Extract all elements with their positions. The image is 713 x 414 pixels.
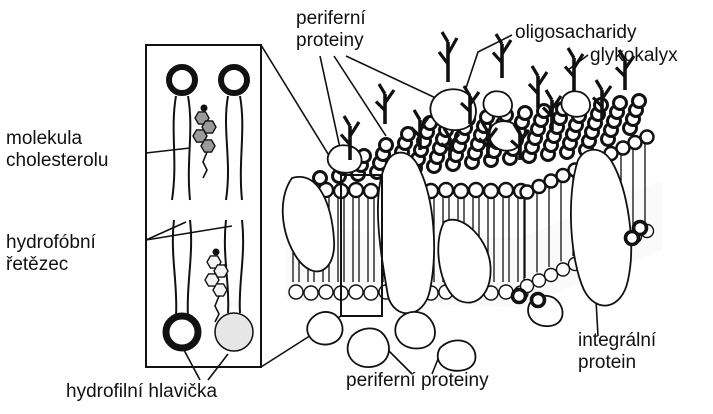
label-oligosaccharides: oligosacharidy	[515, 22, 636, 44]
peripheral-bottom-3	[395, 312, 435, 349]
membrane-block	[283, 32, 662, 371]
front-head-top-14	[499, 183, 513, 197]
label-cholesterol-molecule: molekula cholesterolu	[6, 128, 108, 172]
cholesterol-upper	[193, 105, 216, 179]
inset-tail-lower-3	[240, 220, 243, 313]
top-head-5-10	[614, 97, 627, 110]
label-peripheral-proteins-top: periferní proteiny	[296, 8, 366, 52]
top-head-3-0	[380, 139, 393, 152]
oligosaccharide-8	[565, 48, 583, 92]
leader-line-8	[334, 56, 386, 136]
cholesterol-lower	[205, 249, 228, 323]
front-head-top-11	[454, 184, 468, 198]
oligosaccharide-3	[439, 32, 457, 82]
inset-head-top-left	[169, 67, 195, 93]
side-head-bottom-2	[545, 269, 558, 282]
front-head-top-13	[484, 184, 498, 198]
dark-head-1	[532, 294, 545, 307]
leader-line-4	[146, 226, 232, 240]
cholesterol-lower-tail	[215, 296, 219, 322]
cholesterol-lower-oh-group	[213, 249, 220, 256]
front-head-bottom-0	[289, 285, 303, 299]
integral-protein-center	[378, 153, 434, 314]
oligosaccharide-6	[529, 66, 547, 108]
label-glycocalyx: glykokalyx	[590, 45, 678, 67]
front-head-top-4	[349, 183, 363, 197]
inset-tail-lower-1	[188, 220, 191, 316]
cholesterol-upper-oh-group	[201, 105, 208, 112]
peripheral-bottom-2	[348, 328, 389, 367]
side-head-bottom-1	[533, 274, 546, 287]
cholesterol-upper-tail	[203, 152, 207, 178]
front-head-bottom-4	[349, 285, 363, 299]
leader-line-5	[184, 350, 200, 380]
front-head-top-5	[364, 184, 378, 198]
cholesterol-lower-ring-3	[213, 284, 227, 296]
label-integral-protein: integrální protein	[578, 330, 656, 374]
leader-line-2	[146, 148, 190, 153]
peripheral-bottom-1	[307, 312, 342, 345]
peripheral-top-4	[561, 91, 590, 117]
inset-head-bottom-left	[166, 316, 198, 348]
label-hydrophilic-head: hydrofilní hlavička	[66, 381, 217, 403]
front-head-bottom-5	[364, 286, 378, 300]
side-head-bottom-3	[557, 263, 570, 276]
top-head-0-0	[314, 172, 327, 185]
inset-head-top-right	[221, 67, 247, 93]
front-head-bottom-1	[304, 286, 318, 300]
label-hydrophobic-chain: hydrofóbní řetězec	[6, 232, 96, 276]
dark-head-0	[513, 290, 526, 303]
dark-head-3	[626, 232, 639, 245]
front-head-top-10	[439, 183, 453, 197]
leader-line-7	[320, 56, 340, 148]
inset-tail-upper-0	[172, 96, 176, 200]
integral-protein-right	[571, 150, 631, 306]
lipid-bilayer-inset	[146, 45, 261, 367]
oligosaccharide-1	[376, 84, 394, 124]
inset-tail-upper-2	[226, 96, 228, 200]
label-peripheral-proteins-bottom: periferní proteiny	[346, 370, 489, 392]
front-head-bottom-2	[319, 285, 333, 299]
top-head-5-11	[633, 95, 646, 108]
front-head-top-12	[469, 183, 483, 197]
peripheral-bottom-4	[438, 340, 476, 370]
side-head-top-10	[641, 131, 654, 144]
leader-line-10	[466, 35, 512, 88]
inset-head-bottom-right	[215, 313, 253, 351]
peripheral-top-3	[483, 91, 512, 117]
inset-tail-upper-3	[240, 96, 242, 200]
peripheral-top-1	[328, 145, 362, 173]
top-head-5-5	[519, 107, 532, 120]
cholesterol-upper-ring-3	[201, 140, 215, 152]
